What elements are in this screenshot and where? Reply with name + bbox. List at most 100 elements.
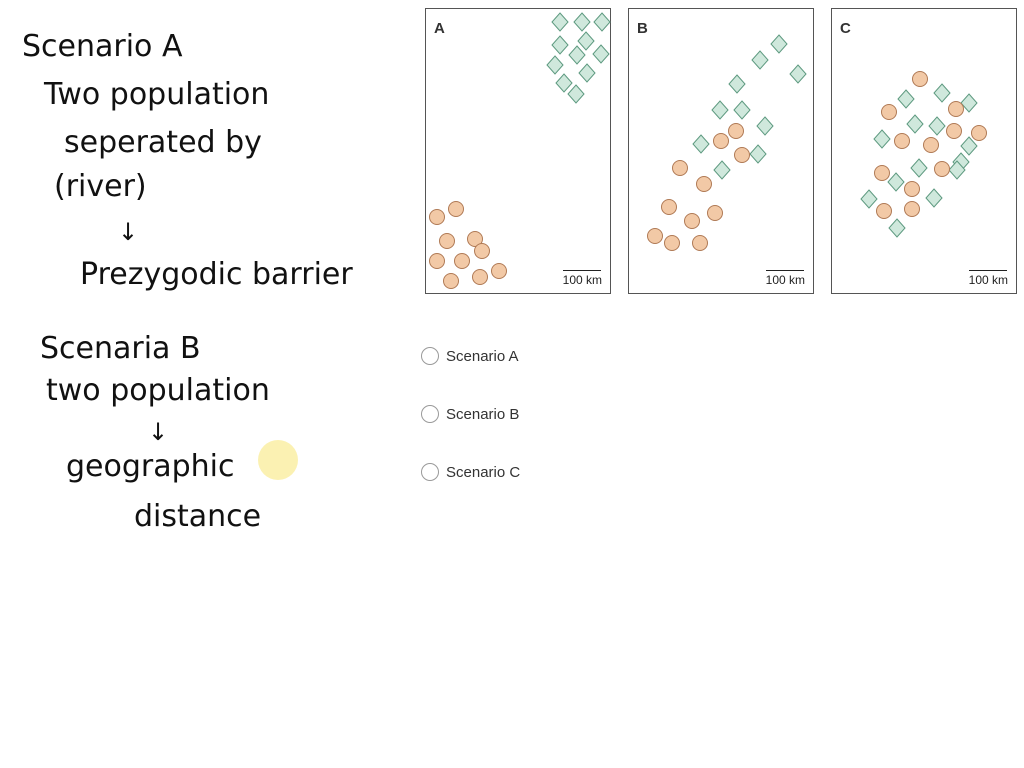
population-plot-c	[860, 71, 987, 238]
note-prezygodic-barrier: Prezygodic barrier	[80, 257, 353, 292]
circle-marker	[874, 165, 890, 181]
diamond-marker	[578, 63, 596, 83]
diamond-marker	[593, 12, 611, 32]
scale-label: 100 km	[562, 273, 602, 287]
diamond-marker	[749, 144, 767, 164]
population-plot-a	[429, 12, 611, 289]
scale-bar: 100 km	[766, 270, 805, 287]
diamond-marker	[568, 45, 586, 65]
scale-label: 100 km	[968, 273, 1008, 287]
circle-marker	[912, 71, 928, 87]
circle-marker	[948, 101, 964, 117]
diamond-marker	[551, 35, 569, 55]
diamond-marker	[751, 50, 769, 70]
circle-marker	[439, 233, 455, 249]
diamond-marker	[713, 160, 731, 180]
diamond-marker	[573, 12, 591, 32]
circle-marker	[946, 123, 962, 139]
diamond-marker	[711, 100, 729, 120]
radio-button[interactable]	[421, 463, 439, 481]
diamond-marker	[873, 129, 891, 149]
circle-marker	[664, 235, 680, 251]
map-panel-b: B 100 km	[628, 8, 814, 294]
circle-marker	[672, 160, 688, 176]
scale-bar: 100 km	[563, 270, 602, 287]
circle-marker	[429, 253, 445, 269]
circle-marker	[876, 203, 892, 219]
circle-marker	[923, 137, 939, 153]
panel-label: B	[637, 20, 648, 37]
circle-marker	[443, 273, 459, 289]
diamond-marker	[592, 44, 610, 64]
circle-marker	[934, 161, 950, 177]
handwritten-notes: Scenario A Two population seperated by (…	[22, 29, 353, 534]
note-two-population: Two population	[43, 77, 269, 112]
note-distance: distance	[134, 499, 261, 534]
circle-marker	[684, 213, 700, 229]
radio-button[interactable]	[421, 347, 439, 365]
map-panel-c: C 100 km	[831, 8, 1017, 294]
circle-marker	[713, 133, 729, 149]
circle-marker	[707, 205, 723, 221]
diamond-marker	[928, 116, 946, 136]
circle-marker	[661, 199, 677, 215]
note-arrow-1: ↓	[118, 218, 138, 246]
note-river: (river)	[54, 169, 147, 204]
option-label: Scenario A	[446, 347, 519, 365]
diamond-marker	[933, 83, 951, 103]
scale-bar: 100 km	[969, 270, 1008, 287]
circle-marker	[904, 181, 920, 197]
answer-options: Scenario A Scenario B Scenario C	[421, 342, 520, 516]
diamond-marker	[551, 12, 569, 32]
diamond-marker	[860, 189, 878, 209]
diamond-marker	[948, 160, 966, 180]
cursor-highlight	[258, 440, 298, 480]
diamond-marker	[925, 188, 943, 208]
scale-label: 100 km	[765, 273, 805, 287]
diamond-marker	[910, 158, 928, 178]
option-label: Scenario C	[446, 463, 521, 481]
circle-marker	[467, 231, 483, 247]
note-seperated-by: seperated by	[64, 125, 262, 160]
circle-marker	[971, 125, 987, 141]
diamond-marker	[789, 64, 807, 84]
option-scenario-a[interactable]: Scenario A	[421, 342, 520, 370]
diamond-marker	[887, 172, 905, 192]
diamond-marker	[555, 73, 573, 93]
circle-marker	[894, 133, 910, 149]
note-geographic: geographic	[66, 449, 235, 484]
circle-marker	[881, 104, 897, 120]
circle-marker	[734, 147, 750, 163]
diamond-marker	[546, 55, 564, 75]
circle-marker	[429, 209, 445, 225]
diamond-marker	[906, 114, 924, 134]
map-panel-a: A 100 km	[425, 8, 611, 294]
note-two-population-b: two population	[46, 373, 270, 408]
panel-label: A	[434, 20, 445, 37]
circle-marker	[454, 253, 470, 269]
option-scenario-b[interactable]: Scenario B	[421, 400, 520, 428]
diamond-marker	[733, 100, 751, 120]
note-scenario-a: Scenario A	[22, 29, 183, 64]
diamond-marker	[960, 136, 978, 156]
diamond-marker	[960, 93, 978, 113]
circle-marker	[647, 228, 663, 244]
radio-button[interactable]	[421, 405, 439, 423]
diamond-marker	[756, 116, 774, 136]
option-label: Scenario B	[446, 405, 520, 423]
circle-marker	[692, 235, 708, 251]
option-scenario-c[interactable]: Scenario C	[421, 458, 520, 486]
circle-marker	[491, 263, 507, 279]
circle-marker	[474, 243, 490, 259]
panel-label: C	[840, 20, 851, 37]
note-arrow-2: ↓	[148, 418, 168, 446]
circle-marker	[696, 176, 712, 192]
diamond-marker	[888, 218, 906, 238]
circle-marker	[448, 201, 464, 217]
circle-marker	[728, 123, 744, 139]
circle-marker	[904, 201, 920, 217]
diamond-marker	[567, 84, 585, 104]
circle-marker	[472, 269, 488, 285]
diamond-marker	[692, 134, 710, 154]
diamond-marker	[897, 89, 915, 109]
